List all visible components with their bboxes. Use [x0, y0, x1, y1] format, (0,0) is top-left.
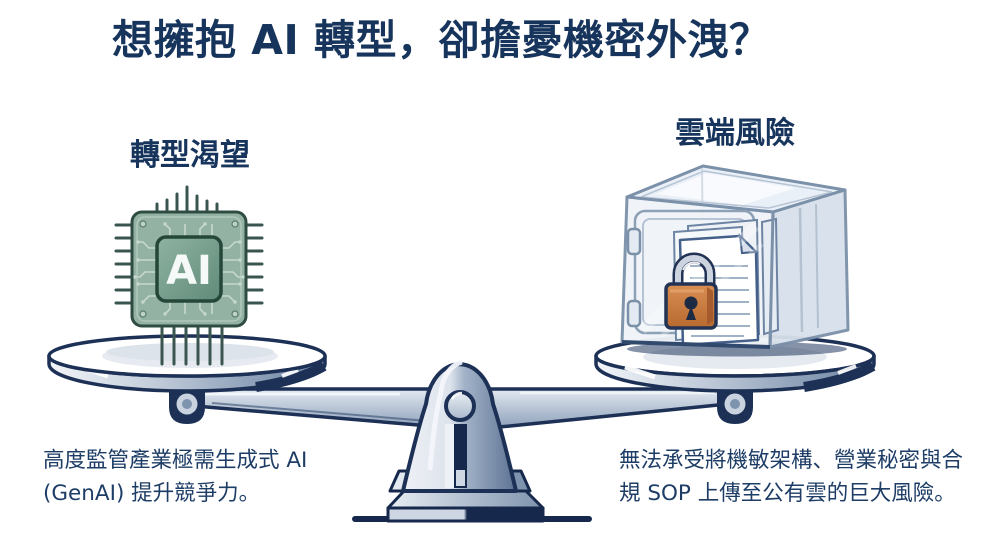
chip-shadow: [106, 343, 274, 361]
left-side-label: 轉型渴望: [130, 138, 250, 173]
chip-circuit-traces: [135, 223, 243, 315]
page-title: 想擁抱 AI 轉型，卻擔憂機密外洩？: [112, 16, 771, 64]
chip-pins: [114, 185, 264, 366]
right-pan-bracket: [717, 383, 753, 424]
chip-corner-screws: [139, 220, 239, 318]
safe-hinge-bottom: [626, 299, 642, 328]
ai-chip-icon: AI: [106, 185, 274, 366]
right-side-caption: 無法承受將機敏架構、營業秘密與合 規 SOP 上傳至公有雲的巨大風險。: [619, 448, 964, 506]
scale-pedestal: [352, 359, 592, 523]
safe-icon: [620, 164, 850, 357]
safe-hinge-top: [626, 227, 642, 256]
right-side-label: 雲端風險: [675, 116, 795, 151]
document-text-lines: [690, 265, 750, 337]
keyhole: [684, 296, 698, 310]
right-scale-pan-band: [594, 354, 876, 393]
left-side-caption: 高度監管產業極需生成式 AI (GenAI) 提升競爭力。: [43, 448, 308, 506]
left-pan-bracket: [169, 383, 205, 424]
chip-core: [155, 235, 223, 303]
padlock-icon: [664, 252, 718, 330]
trace-dots: [133, 222, 245, 316]
chip-ai-label: AI: [166, 248, 212, 294]
pivot-hinge: [444, 390, 476, 422]
